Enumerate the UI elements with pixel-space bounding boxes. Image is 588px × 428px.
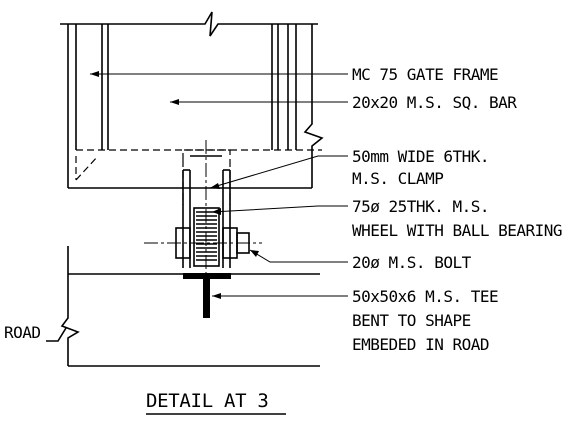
label-gate-frame: MC 75 GATE FRAME xyxy=(352,65,498,84)
labels: MC 75 GATE FRAME 20x20 M.S. SQ. BAR 50mm… xyxy=(4,65,563,354)
label-bolt: 20ø M.S. BOLT xyxy=(352,253,472,272)
label-wheel-line2: WHEEL WITH BALL BEARING xyxy=(352,221,562,240)
label-tee-line3: EMBEDED IN ROAD xyxy=(352,335,489,354)
label-clamp-line1: 50mm WIDE 6THK. xyxy=(352,147,489,166)
label-sq-bar: 20x20 M.S. SQ. BAR xyxy=(352,93,517,112)
tee xyxy=(183,273,231,318)
gate-frame xyxy=(60,11,324,189)
road xyxy=(46,246,320,367)
label-road: ROAD xyxy=(4,323,41,342)
label-tee-line2: BENT TO SHAPE xyxy=(352,311,471,330)
label-wheel-line1: 75ø 25THK. M.S. xyxy=(352,197,489,216)
detail-title: DETAIL AT 3 xyxy=(146,390,286,415)
leaders xyxy=(90,71,348,299)
label-clamp-line2: M.S. CLAMP xyxy=(352,169,443,188)
label-tee-line1: 50x50x6 M.S. TEE xyxy=(352,287,498,306)
title-text: DETAIL AT 3 xyxy=(146,390,269,412)
